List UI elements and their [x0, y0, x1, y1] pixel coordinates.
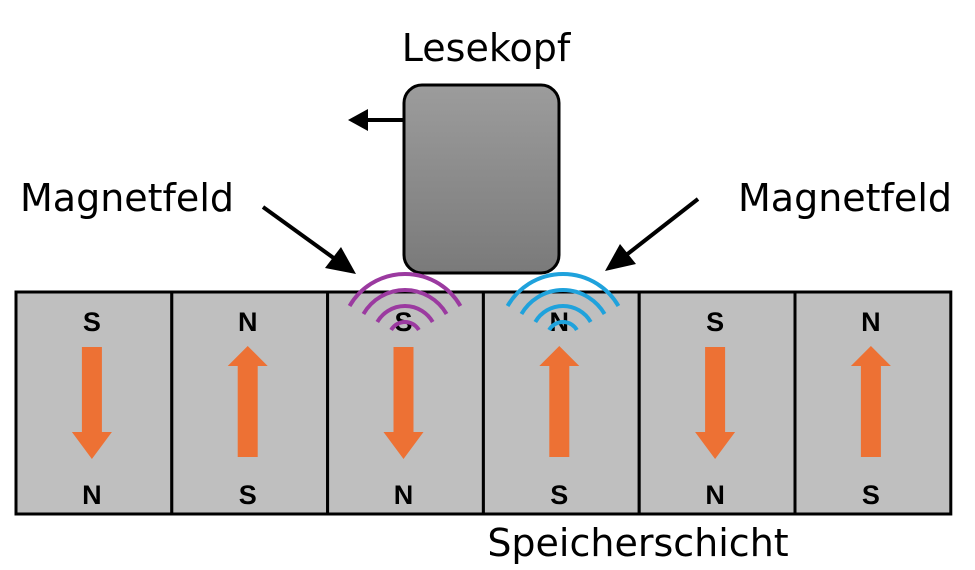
label-storage-layer: Speicherschicht	[487, 521, 788, 565]
magnetic-field-left-icon	[347, 272, 463, 332]
magnetization-arrow-up-icon	[850, 346, 891, 457]
field-arc	[361, 288, 449, 316]
head-movement-arrow	[348, 109, 404, 131]
label-field-left: Magnetfeld	[20, 176, 234, 220]
storage-cell: NS	[170, 290, 330, 516]
magnetization-arrow-down-icon	[71, 347, 112, 459]
field-arc	[347, 272, 463, 308]
pole-bottom: N	[82, 480, 102, 510]
pole-top: S	[706, 307, 724, 337]
field-arc	[533, 304, 593, 324]
field-arc	[519, 288, 607, 316]
magnetization-arrow-up-icon	[227, 346, 268, 457]
pole-bottom: S	[550, 480, 568, 510]
pole-bottom: N	[394, 480, 414, 510]
storage-cell: SN	[326, 290, 485, 516]
pole-bottom: N	[705, 480, 725, 510]
magnetization-arrow-down-icon	[695, 347, 736, 459]
pole-bottom: S	[239, 480, 257, 510]
storage-cell: NS	[793, 290, 953, 516]
pole-top: N	[238, 307, 258, 337]
field-arc	[389, 320, 421, 332]
magnetization-arrow-down-icon	[383, 347, 424, 459]
pole-top: N	[861, 307, 881, 337]
read-head	[402, 83, 561, 275]
cell-box	[170, 290, 330, 516]
pole-top: S	[83, 307, 101, 337]
label-field-right: Magnetfeld	[738, 176, 952, 220]
storage-cell: SN	[14, 290, 174, 516]
field-arc	[375, 304, 435, 324]
storage-cell: SN	[637, 290, 797, 516]
pole-bottom: S	[862, 480, 880, 510]
field-arc	[547, 320, 579, 332]
magnetic-field-right-icon	[505, 272, 621, 332]
storage-cell: NS	[481, 290, 641, 516]
field-arc	[505, 272, 621, 308]
pointer-arrow-left	[261, 205, 356, 274]
label-read-head: Lesekopf	[402, 26, 572, 70]
magnetization-arrow-up-icon	[539, 346, 580, 457]
pointer-arrow-right	[605, 197, 700, 271]
